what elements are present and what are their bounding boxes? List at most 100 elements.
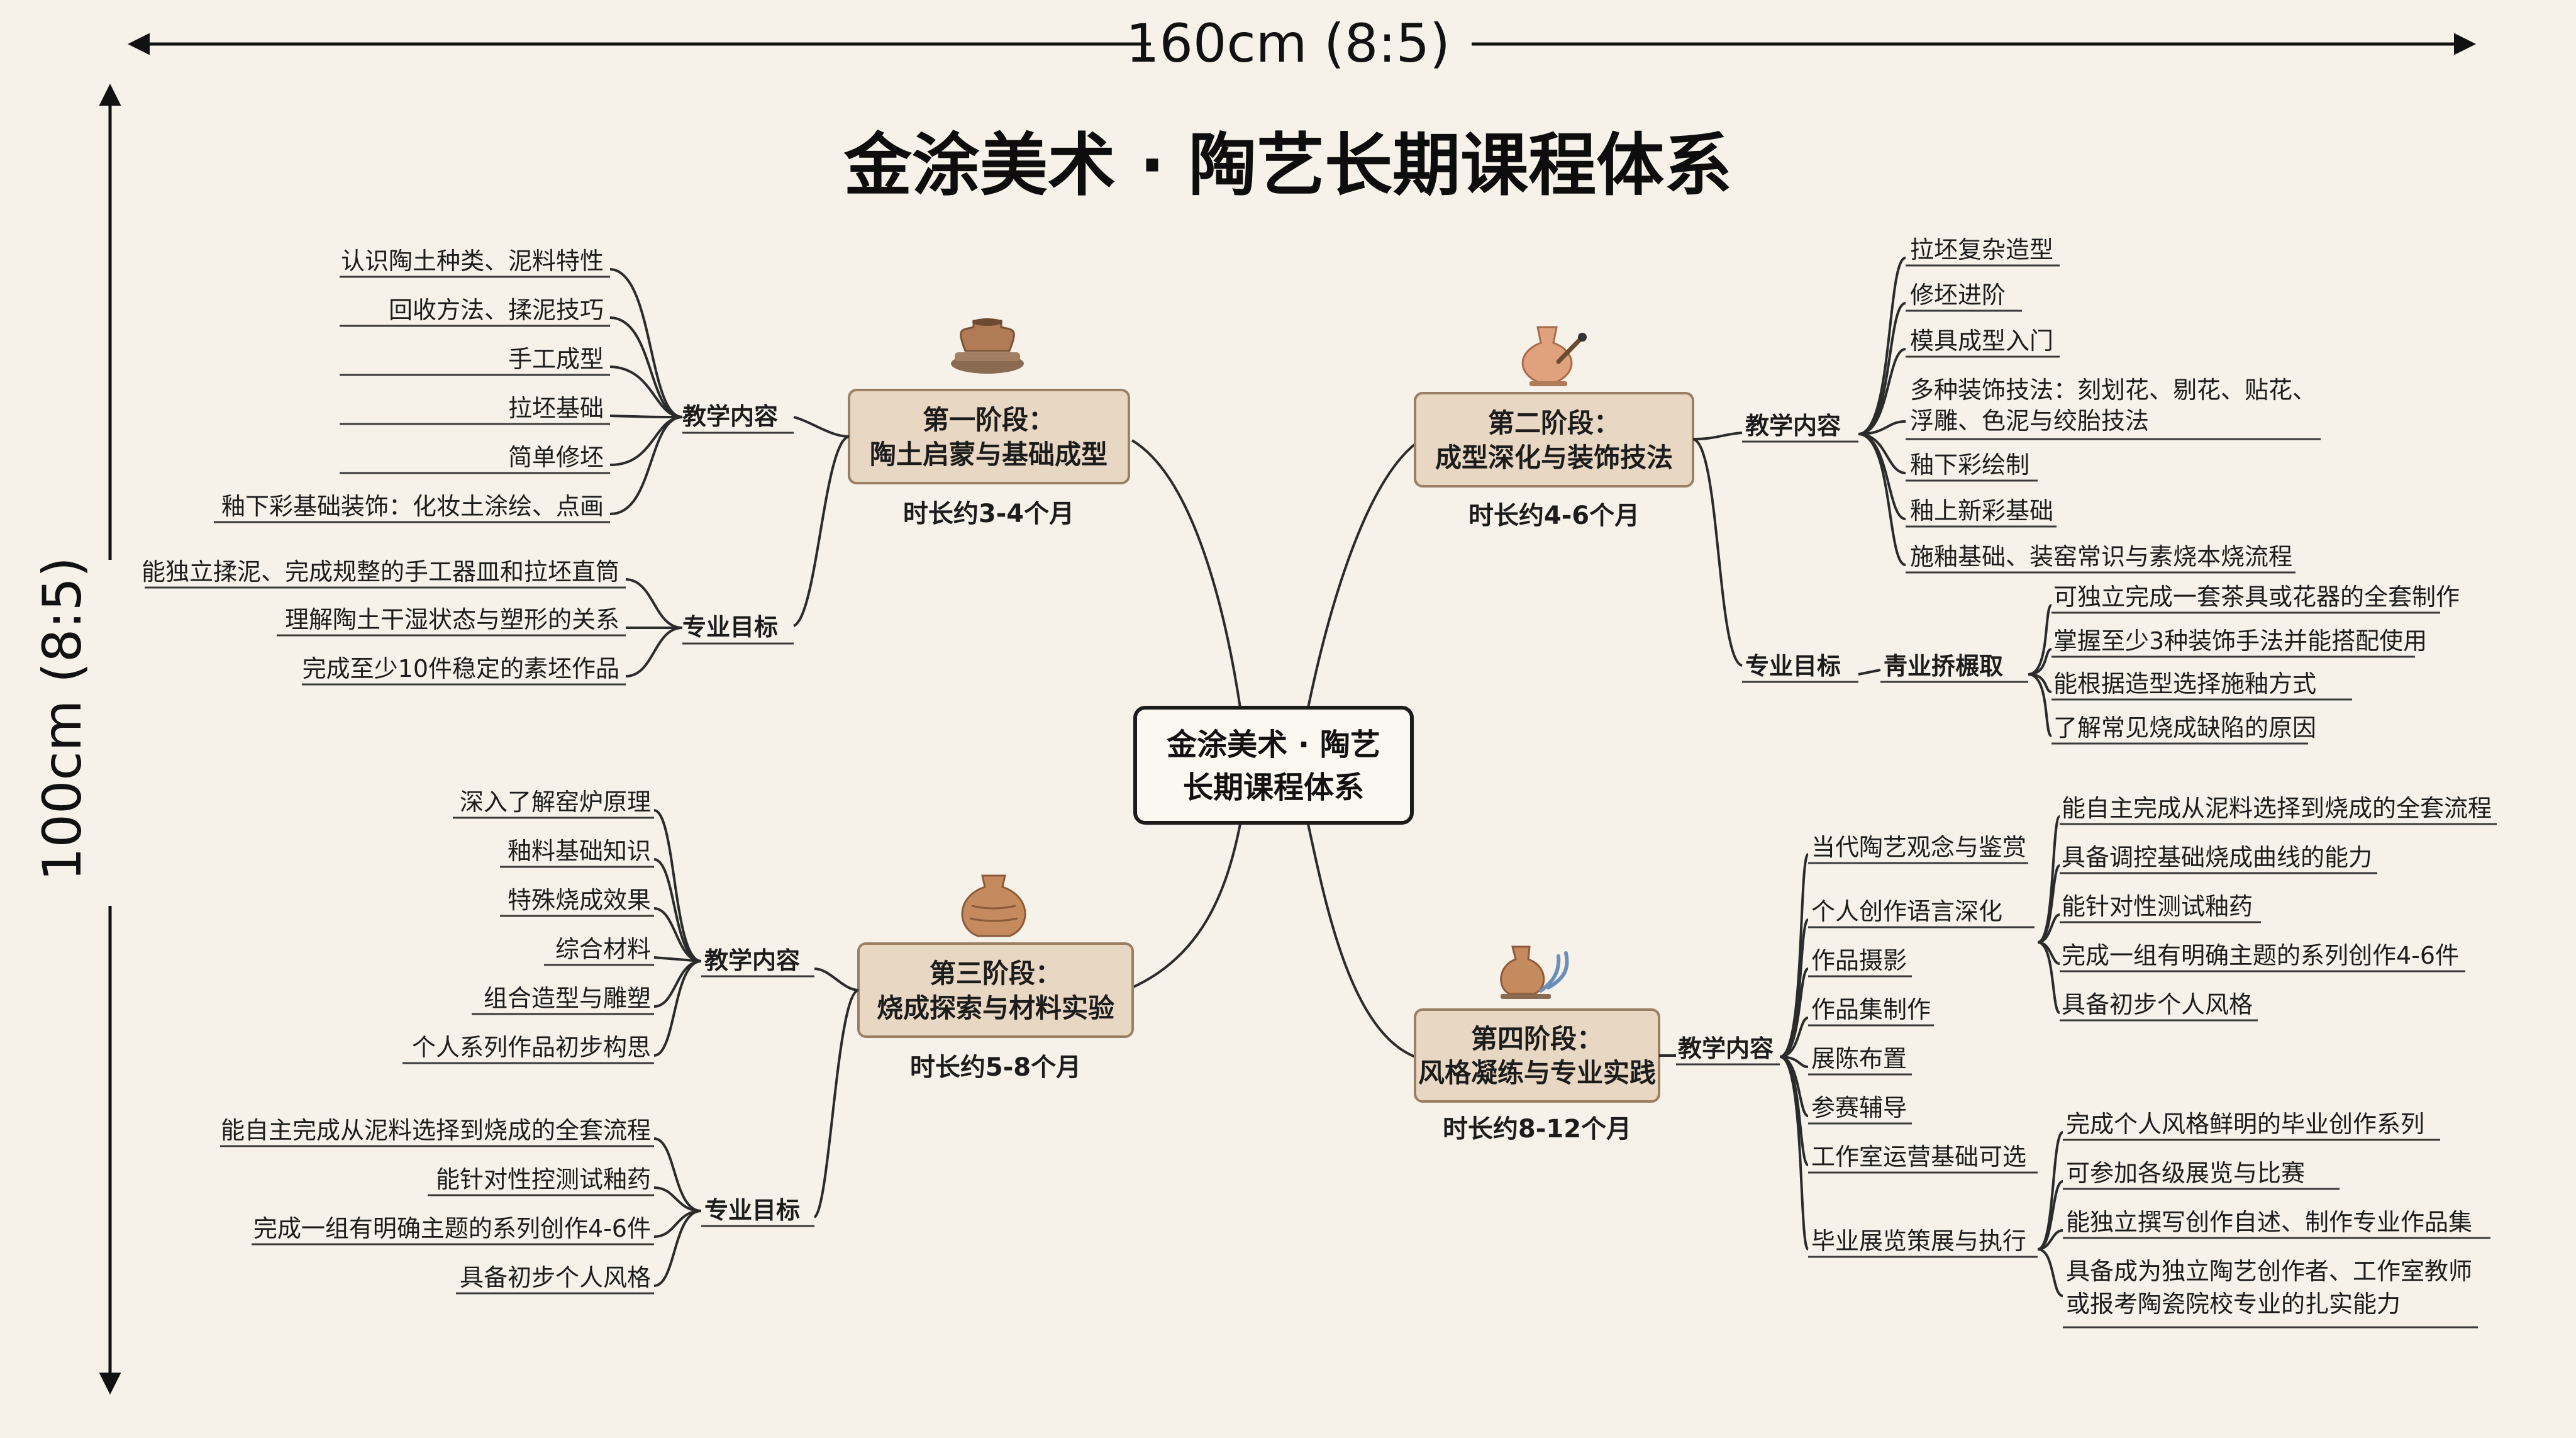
list-item: 能独立揉泥、完成规整的手工器皿和拉坯直筒 xyxy=(142,558,619,586)
vase-brush-icon xyxy=(1521,326,1587,386)
list-item: 拉坯基础 xyxy=(508,394,604,422)
list-item: 修坯进阶 xyxy=(1910,281,2006,309)
stage-4-goals-a-list: 能自主完成从泥料选择到烧成的全套流程 具备调控基础烧成曲线的能力 能针对性测试釉… xyxy=(2060,794,2497,1022)
height-dimension: 100cm (8:5) xyxy=(31,84,121,1395)
stage-3-teach-list: 深入了解窑炉原理 釉料基础知识 特殊烧成效果 综合材料 组合造型与雕塑 个人系列… xyxy=(402,788,654,1064)
list-item: 能独立撰写创作自述、制作专业作品集 xyxy=(2066,1208,2472,1236)
list-item: 了解常见烧成缺陷的原因 xyxy=(2053,714,2316,742)
list-item: 釉下彩绘制 xyxy=(1910,451,2029,479)
stage-1-teach-label: 教学内容 xyxy=(682,403,778,430)
stage-1-teach-list: 认识陶土种类、泥料特性 回收方法、揉泥技巧 手工成型 拉坯基础 简单修坯 釉下彩… xyxy=(214,247,610,523)
list-item: 多种装饰技法：刻划花、剔花、贴花、 xyxy=(1910,376,2316,404)
list-item: 拉坯复杂造型 xyxy=(1910,236,2053,264)
width-dimension: 160cm (8:5) xyxy=(128,13,2476,74)
stage-3-line-2: 烧成探索与材料实验 xyxy=(877,993,1114,1023)
list-item: 毕业展览策展与执行 xyxy=(1811,1227,2026,1255)
stage-4-teach-label: 教学内容 xyxy=(1678,1035,1774,1062)
stage-1-teach-branches xyxy=(609,268,683,516)
page-title: 金涂美术 · 陶艺长期课程体系 xyxy=(843,126,1732,205)
list-item: 综合材料 xyxy=(555,935,651,963)
stage-2-teach-label: 教学内容 xyxy=(1745,412,1841,440)
height-label: 100cm (8:5) xyxy=(31,557,93,881)
list-item: 能自主完成从泥料选择到烧成的全套流程 xyxy=(221,1117,651,1144)
stage-2-sub-label: 靑业挢榐取 xyxy=(1884,652,2003,680)
list-item: 浮雕、色泥与绞胎技法 xyxy=(1910,407,2149,435)
list-item: 模具成型入门 xyxy=(1910,327,2053,355)
stage-4-duration: 时长约8-12个月 xyxy=(1443,1115,1631,1144)
stage-1-duration: 时长约3-4个月 xyxy=(903,499,1074,528)
stage-4-line-1: 第四阶段： xyxy=(1471,1023,1603,1054)
stage-1-goal-list: 能独立揉泥、完成规整的手工器皿和拉坯直筒 理解陶土干湿状态与塑形的关系 完成至少… xyxy=(142,558,626,686)
stage-3-node: 第三阶段： 烧成探索与材料实验 xyxy=(857,942,1134,1038)
list-item: 个人创作语言深化 xyxy=(1811,898,2002,925)
list-item: 完成一组有明确主题的系列创作4-6件 xyxy=(2062,942,2459,969)
list-item: 能根据造型选择施釉方式 xyxy=(2053,670,2316,698)
list-item: 具备成为独立陶艺创作者、工作室教师 xyxy=(2066,1257,2472,1285)
stage-4-goals-b-branches xyxy=(2037,1131,2064,1297)
list-item: 个人系列作品初步构思 xyxy=(412,1034,651,1061)
list-item: 作品摄影 xyxy=(1811,947,1907,974)
center-line-1: 金涂美术 · 陶艺 xyxy=(1166,727,1380,762)
list-item: 完成至少10件稳定的素坯作品 xyxy=(303,655,619,683)
stage-2-goal-label: 专业目标 xyxy=(1745,652,1841,680)
list-item: 可独立完成一套茶具或花器的全套制作 xyxy=(2053,583,2460,611)
list-item: 工作室运营基础可选 xyxy=(1811,1143,2026,1171)
list-item: 简单修坯 xyxy=(508,443,604,471)
list-item: 完成个人风格鲜明的毕业创作系列 xyxy=(2066,1110,2424,1138)
stage-2-line-2: 成型深化与装饰技法 xyxy=(1435,442,1673,473)
main-branches xyxy=(1131,439,1421,1058)
stage-4-goals-a-branches xyxy=(2037,815,2061,1014)
center-line-2: 长期课程体系 xyxy=(1183,770,1364,805)
list-item: 具备初步个人风格 xyxy=(460,1264,651,1291)
stage-2-teach-branches xyxy=(1858,257,1906,566)
list-item: 掌握至少3种装饰手法并能搭配使用 xyxy=(2053,627,2427,655)
list-item: 施釉基础、装窑常识与素烧本烧流程 xyxy=(1910,543,2292,571)
list-item: 认识陶土种类、泥料特性 xyxy=(341,247,604,275)
stage-4-node: 第四阶段： 风格凝练与专业实践 xyxy=(1414,1008,1660,1103)
stage-3-goal-label: 专业目标 xyxy=(704,1196,800,1224)
stage-4-teach-branches xyxy=(1779,853,1809,1251)
list-item: 理解陶土干湿状态与塑形的关系 xyxy=(285,606,619,633)
list-item: 具备调控基础烧成曲线的能力 xyxy=(2062,844,2372,871)
list-item: 当代陶艺观念与鉴赏 xyxy=(1811,833,2026,861)
stage-2-duration: 时长约4-6个月 xyxy=(1468,501,1640,530)
list-item: 或报考陶瓷院校专业的扎实能力 xyxy=(2066,1290,2401,1318)
stage-1-goal-branches xyxy=(625,578,683,677)
list-item: 特殊烧成效果 xyxy=(508,886,651,914)
stage-1-line-1: 第一阶段： xyxy=(923,404,1055,435)
stage-2-goal-branches xyxy=(2028,604,2053,737)
list-item: 完成一组有明确主题的系列创作4-6件 xyxy=(253,1215,651,1242)
stage-3-duration: 时长约5-8个月 xyxy=(910,1053,1081,1082)
stage-4-goals-b-list: 完成个人风格鲜明的毕业创作系列 可参加各级展览与比赛 能独立撰写创作自述、制作专… xyxy=(2063,1110,2490,1329)
list-item: 回收方法、揉泥技巧 xyxy=(389,296,604,324)
width-label: 160cm (8:5) xyxy=(1126,13,1450,74)
list-item: 釉上新彩基础 xyxy=(1910,497,2053,525)
center-node: 金涂美术 · 陶艺 长期课程体系 xyxy=(1133,706,1414,825)
list-item: 具备初步个人风格 xyxy=(2062,991,2253,1018)
list-item: 釉料基础知识 xyxy=(508,837,651,865)
potter-hands-icon xyxy=(1500,945,1569,999)
stage-1-node: 第一阶段： 陶土启蒙与基础成型 xyxy=(848,389,1130,484)
list-item: 展陈布置 xyxy=(1811,1045,1907,1073)
stage-4-line-2: 风格凝练与专业实践 xyxy=(1418,1057,1656,1088)
list-item: 能自主完成从泥料选择到烧成的全套流程 xyxy=(2062,794,2492,822)
list-item: 能针对性控测试釉药 xyxy=(436,1166,651,1193)
list-item: 可参加各级展览与比赛 xyxy=(2066,1159,2305,1187)
stage-2-goal-list: 可独立完成一套茶具或花器的全套制作 掌握至少3种装饰手法并能搭配使用 能根据造型… xyxy=(2051,583,2460,745)
stage-1-line-2: 陶土启蒙与基础成型 xyxy=(870,439,1108,470)
list-item: 组合造型与雕塑 xyxy=(484,984,651,1012)
stage-2-node: 第二阶段： 成型深化与装饰技法 xyxy=(1414,392,1694,488)
clay-jar-icon xyxy=(961,874,1026,937)
stage-1-goal-label: 专业目标 xyxy=(682,613,778,641)
stage-3-teach-branches xyxy=(653,809,702,1057)
list-item: 釉下彩基础装饰：化妆土涂绘、点画 xyxy=(221,493,604,520)
list-item: 深入了解窑炉原理 xyxy=(460,788,651,816)
list-item: 手工成型 xyxy=(508,345,604,373)
stage-2-line-1: 第二阶段： xyxy=(1488,408,1620,438)
pottery-wheel-icon xyxy=(951,318,1024,374)
stage-3-goal-branches xyxy=(653,1137,702,1287)
stage-3-teach-label: 教学内容 xyxy=(704,947,800,974)
list-item: 参赛辅导 xyxy=(1811,1094,1907,1122)
stage-4-teach-list: 当代陶艺观念与鉴赏 个人创作语言深化 作品摄影 作品集制作 展陈布置 参赛辅导 … xyxy=(1808,833,2038,1258)
